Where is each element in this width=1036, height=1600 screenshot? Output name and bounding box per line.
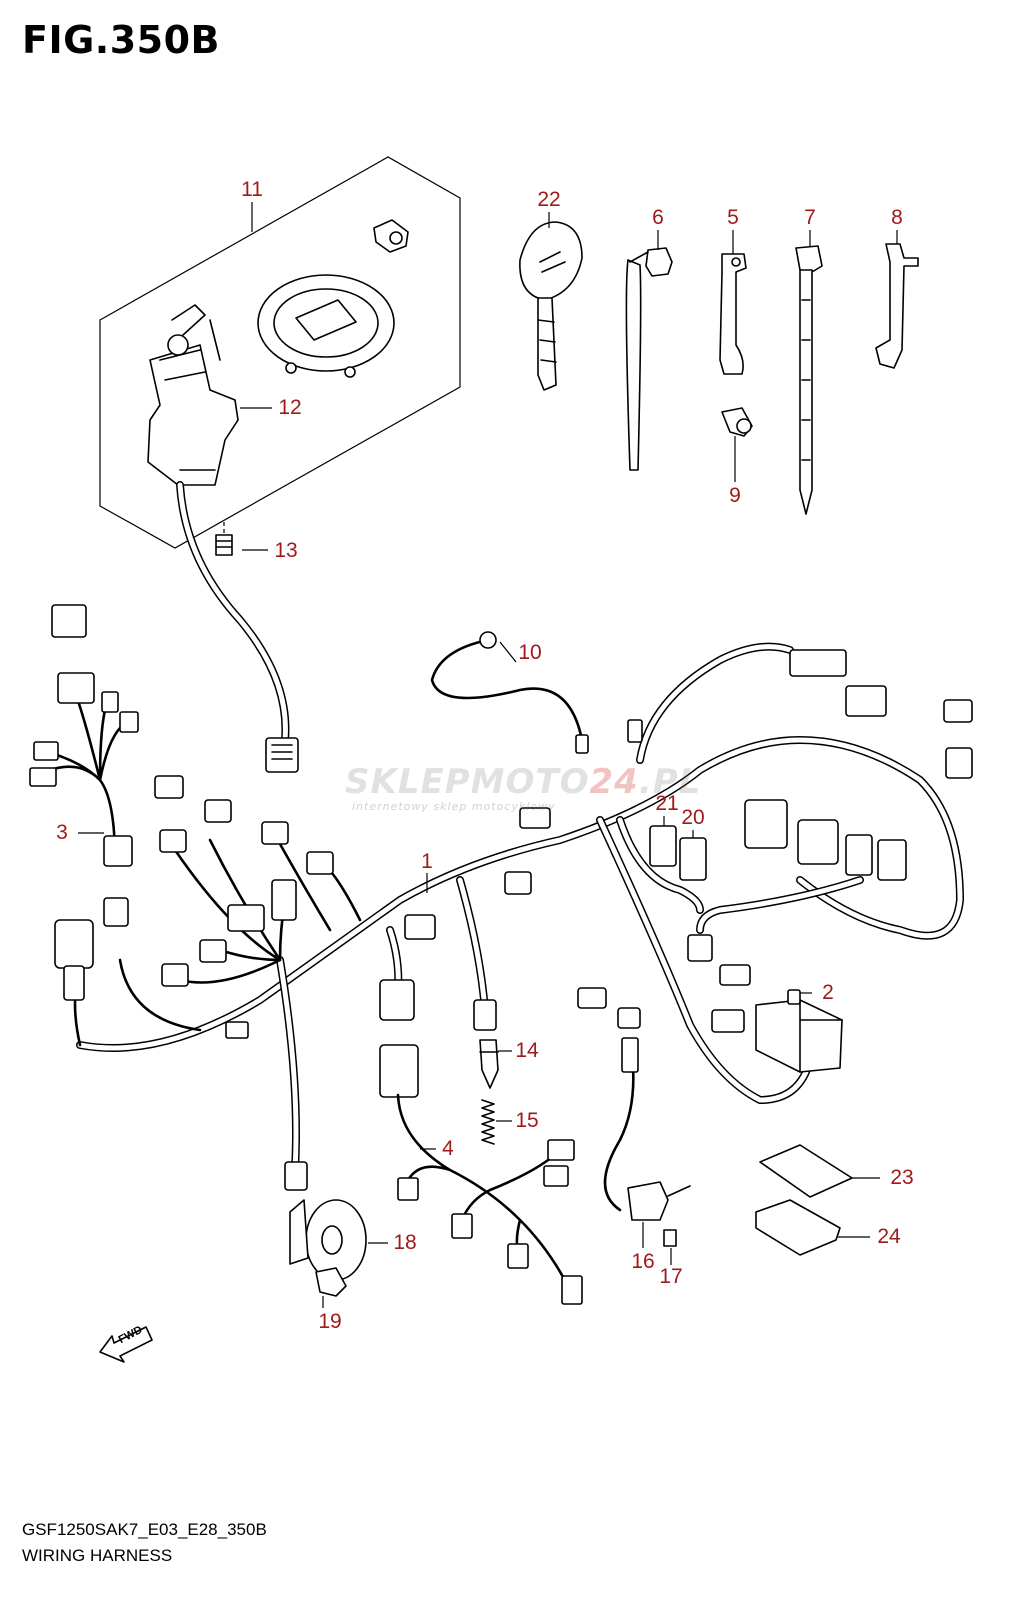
callout-13[interactable]: 13 bbox=[274, 539, 298, 562]
callout-12[interactable]: 12 bbox=[278, 396, 302, 419]
callout-7[interactable]: 7 bbox=[804, 206, 816, 229]
callout-22[interactable]: 22 bbox=[537, 188, 561, 211]
callout-15[interactable]: 15 bbox=[515, 1109, 539, 1132]
sub-harness-3 bbox=[29, 604, 139, 867]
callout-24[interactable]: 24 bbox=[877, 1225, 901, 1248]
callout-2[interactable]: 2 bbox=[822, 981, 834, 1004]
callout-18[interactable]: 18 bbox=[393, 1231, 417, 1254]
figure-title: FIG.350B bbox=[22, 18, 221, 62]
main-wiring-harness-1 bbox=[54, 642, 973, 1191]
callout-9[interactable]: 9 bbox=[729, 484, 741, 507]
callout-11[interactable]: 11 bbox=[241, 178, 263, 201]
relay-20 bbox=[679, 837, 707, 881]
label-23 bbox=[759, 1144, 853, 1198]
screw-9 bbox=[721, 407, 753, 437]
sensor-16 bbox=[603, 1037, 691, 1221]
ignition-switch-set-group bbox=[99, 156, 461, 773]
callout-3[interactable]: 3 bbox=[56, 821, 68, 844]
switch-14 bbox=[479, 1039, 499, 1089]
clamp-6 bbox=[625, 247, 673, 471]
callout-4[interactable]: 4 bbox=[442, 1137, 454, 1160]
bolt-19 bbox=[315, 1267, 347, 1297]
fuse-box bbox=[755, 989, 843, 1073]
callout-19[interactable]: 19 bbox=[318, 1310, 342, 1333]
label-24 bbox=[755, 1199, 841, 1256]
clamp-5 bbox=[719, 253, 747, 375]
watermark-brand: SKLEPMOTO24.PL bbox=[345, 762, 702, 802]
callout-10[interactable]: 10 bbox=[518, 641, 542, 664]
callout-16[interactable]: 16 bbox=[631, 1250, 655, 1273]
callout-14[interactable]: 14 bbox=[515, 1039, 539, 1062]
section-name: WIRING HARNESS bbox=[22, 1546, 173, 1565]
model-code: GSF1250SAK7_E03_E28_350B bbox=[22, 1520, 267, 1539]
horn-18 bbox=[289, 1199, 367, 1281]
clamp-8 bbox=[875, 243, 919, 369]
cable-tie-7 bbox=[795, 245, 823, 515]
relay-21 bbox=[649, 825, 677, 867]
key-22 bbox=[519, 221, 583, 391]
sensor-lead-10 bbox=[430, 631, 589, 754]
watermark-tagline: internetowy sklep motocyklowy bbox=[352, 800, 556, 813]
callout-5[interactable]: 5 bbox=[727, 206, 739, 229]
callout-17[interactable]: 17 bbox=[659, 1265, 683, 1288]
callout-1[interactable]: 1 bbox=[421, 850, 433, 873]
leader-lines bbox=[78, 202, 898, 1308]
callout-6[interactable]: 6 bbox=[652, 206, 664, 229]
callout-20[interactable]: 20 bbox=[681, 806, 705, 829]
callout-23[interactable]: 23 bbox=[890, 1166, 914, 1189]
sub-harness-4 bbox=[379, 1044, 583, 1305]
bolt-17 bbox=[663, 1229, 677, 1247]
spring-15 bbox=[481, 1099, 495, 1145]
callout-8[interactable]: 8 bbox=[891, 206, 903, 229]
callout-21[interactable]: 21 bbox=[655, 792, 679, 815]
fwd-arrow bbox=[99, 1326, 153, 1363]
screw-13 bbox=[215, 522, 233, 556]
